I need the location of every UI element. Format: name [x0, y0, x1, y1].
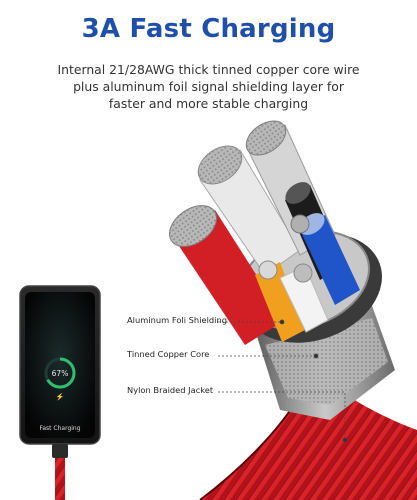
page-title: 3A Fast Charging [81, 14, 336, 44]
feature-description: Internal 21/28AWG thick tinned copper co… [40, 61, 377, 112]
bolt-icon: ⚡ [56, 392, 65, 401]
callout-tinned-copper: Tinned Copper Core [127, 349, 210, 359]
battery-ring [44, 357, 76, 389]
callout-aluminum-foil: Aluminum Foli Shielding [127, 315, 228, 325]
internal-wires [169, 120, 360, 345]
callout-nylon-jacket: Nylon Braided Jacket [127, 385, 214, 395]
battery-percent: 67% [52, 369, 69, 378]
callout-lines [218, 319, 348, 443]
charging-status: Fast Charging [39, 425, 80, 432]
description-line: plus aluminum foil signal shielding laye… [73, 79, 344, 94]
phone-cable [52, 444, 68, 500]
description-line: Internal 21/28AWG thick tinned copper co… [57, 62, 360, 77]
smartphone: 67% ⚡ Fast Charging [19, 285, 101, 445]
description-line: faster and more stable charging [108, 96, 309, 111]
